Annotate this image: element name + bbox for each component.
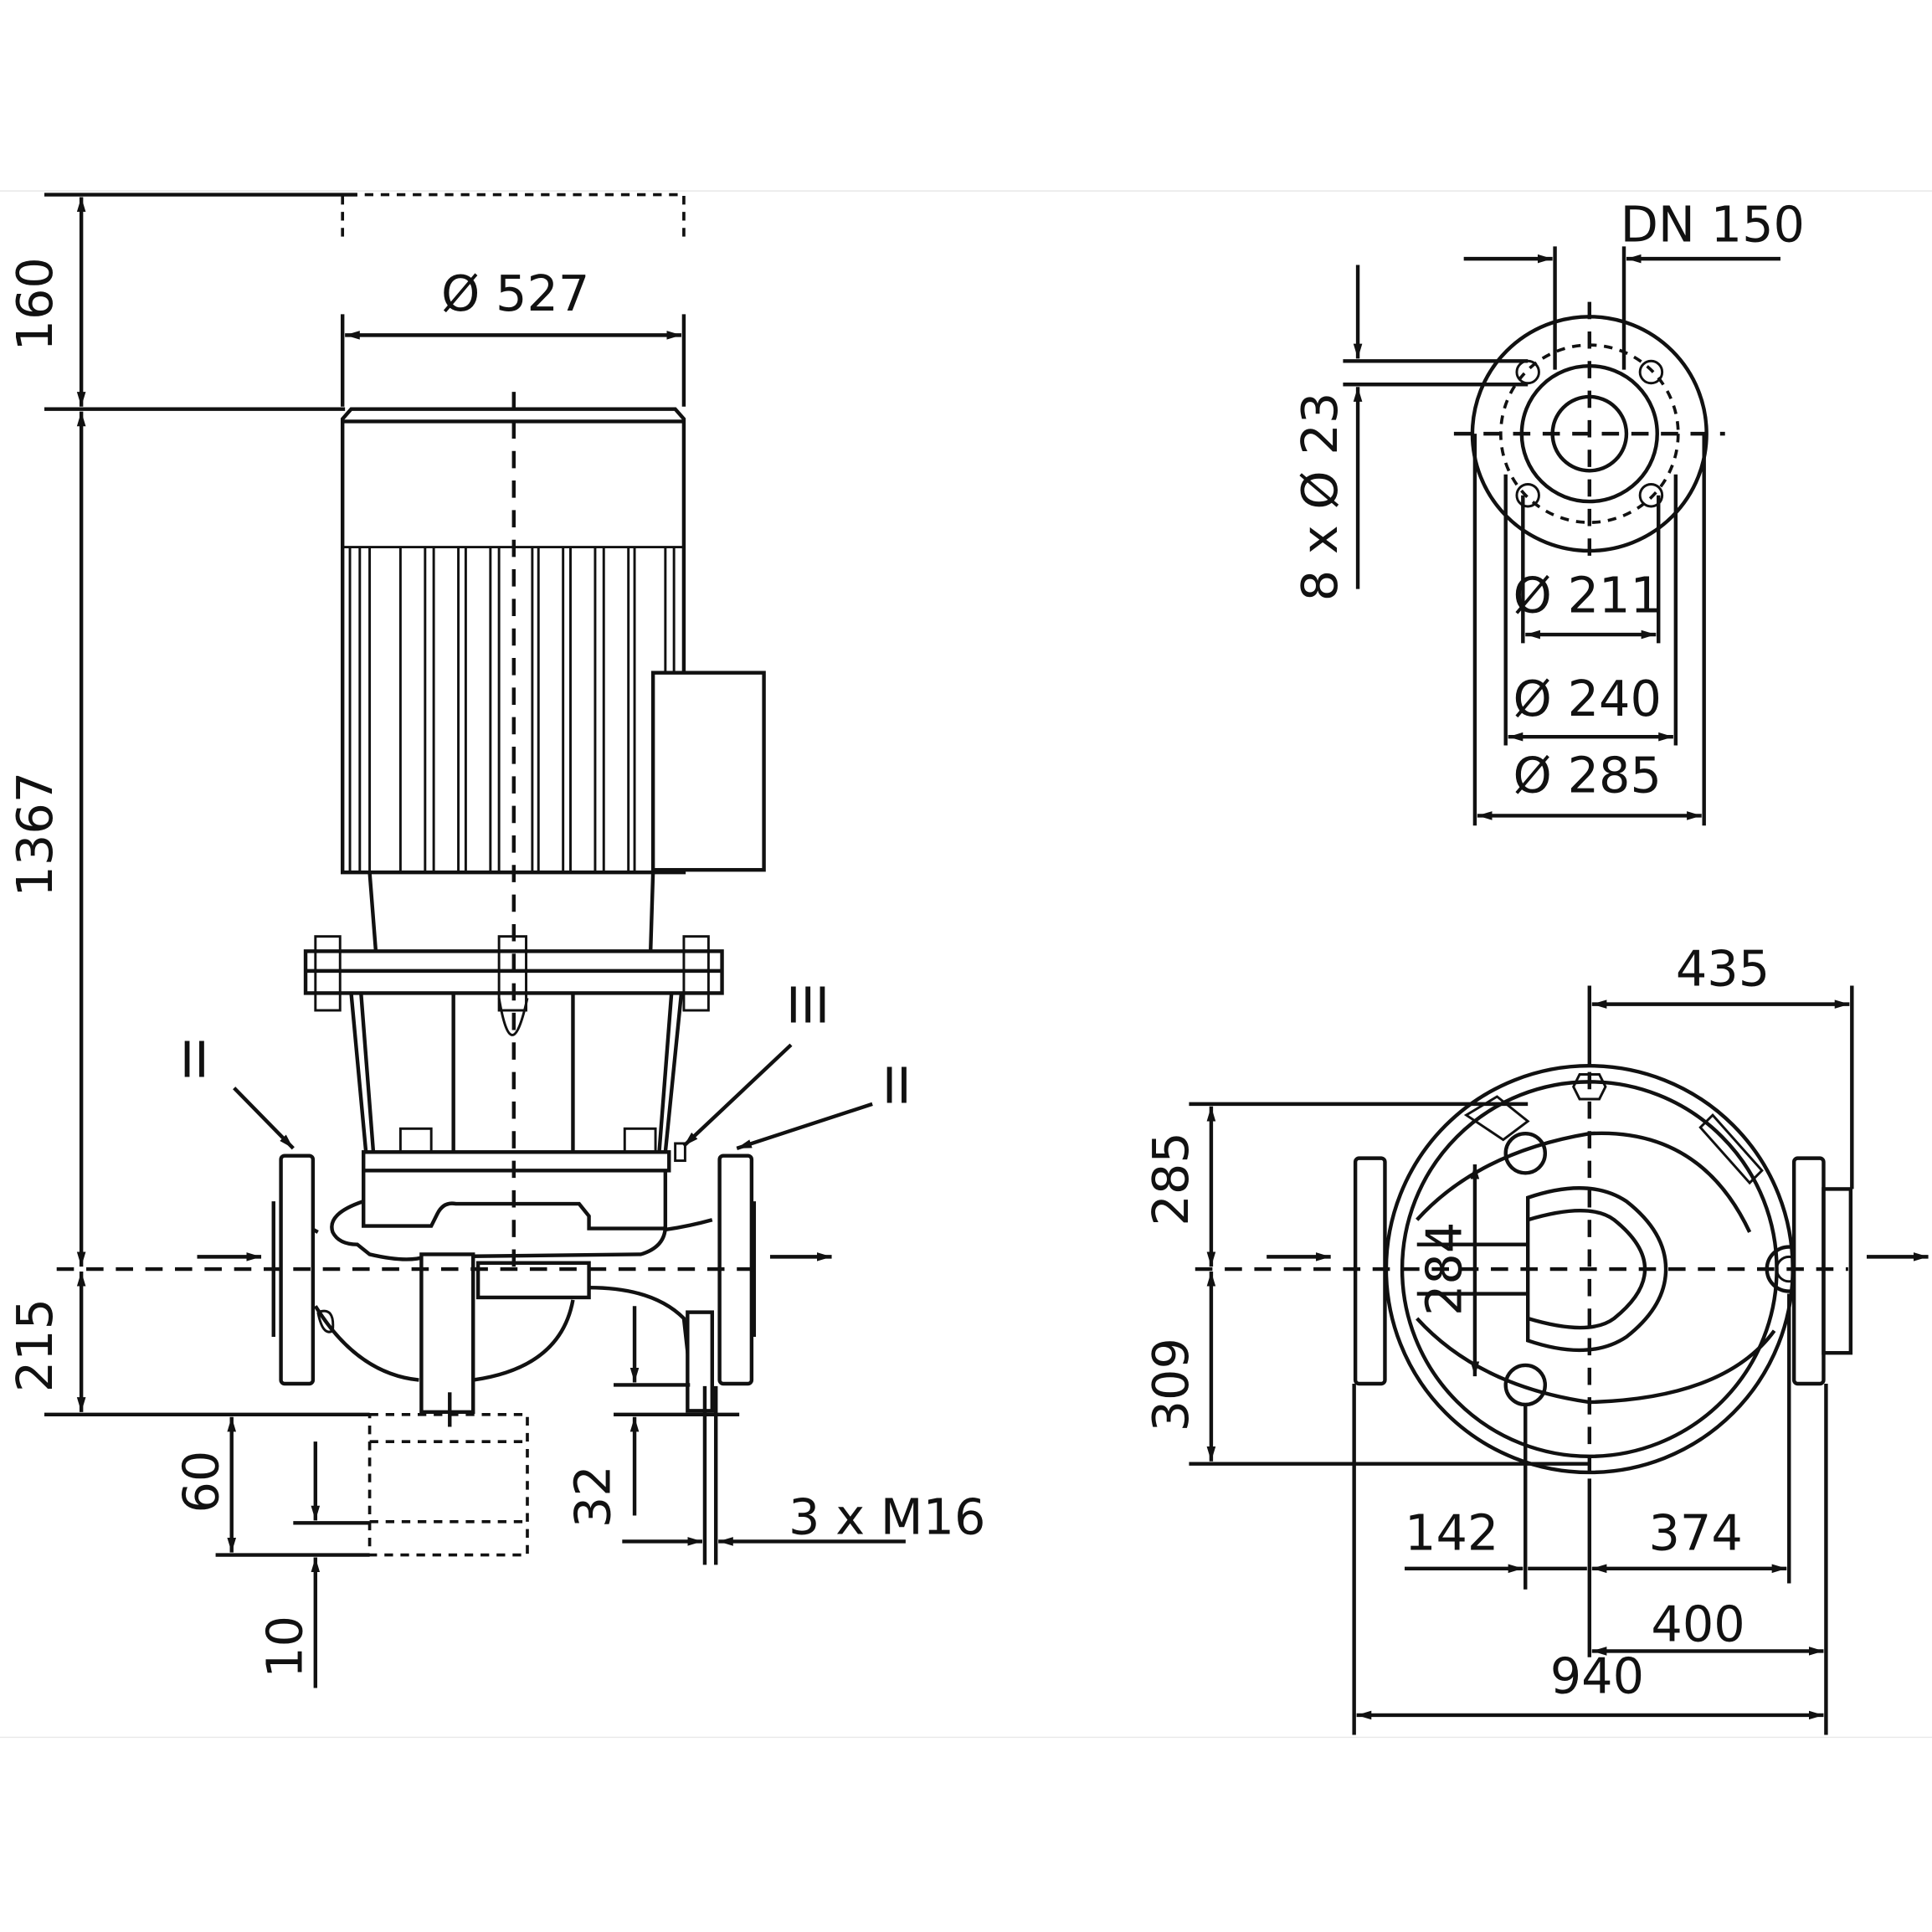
dim-10: 10 (256, 1616, 314, 1678)
top-view: 435 285 284 309 142 374 400 940 (1142, 940, 1929, 1735)
marker-ii-right: II (882, 1056, 912, 1114)
marker-ii-left: II (180, 1030, 209, 1088)
dim-435: 435 (1676, 940, 1770, 998)
dim-309: 309 (1142, 1338, 1200, 1431)
dim-motor-diameter: Ø 527 (441, 265, 589, 322)
dim-60: 60 (172, 1451, 230, 1513)
side-view: 160 1367 215 60 10 32 3 x M16 Ø 527 II I… (6, 193, 985, 1688)
dim-400: 400 (1651, 1595, 1744, 1653)
dim-215: 215 (6, 1298, 64, 1392)
dim-284: 284 (1416, 1222, 1473, 1316)
dim-374: 374 (1648, 1504, 1742, 1562)
dim-d240: Ø 240 (1513, 670, 1662, 727)
dim-32: 32 (564, 1465, 622, 1528)
dim-d211: Ø 211 (1513, 567, 1662, 624)
flange-view: DN 150 8 x Ø 23 Ø 211 Ø 240 Ø 285 (1291, 196, 1805, 826)
marker-iii: III (786, 977, 830, 1035)
dim-3xm16: 3 x M16 (789, 1488, 985, 1546)
dim-bolt-holes: 8 x Ø 23 (1291, 393, 1349, 602)
dim-142: 142 (1405, 1504, 1498, 1562)
dim-dn150: DN 150 (1621, 196, 1805, 254)
dim-d285: Ø 285 (1513, 746, 1662, 804)
motor-fins (342, 546, 684, 873)
dim-285: 285 (1142, 1132, 1200, 1225)
terminal-box (650, 671, 766, 872)
dim-1367: 1367 (6, 772, 64, 897)
dim-160: 160 (6, 257, 64, 351)
dim-940: 940 (1550, 1647, 1644, 1704)
